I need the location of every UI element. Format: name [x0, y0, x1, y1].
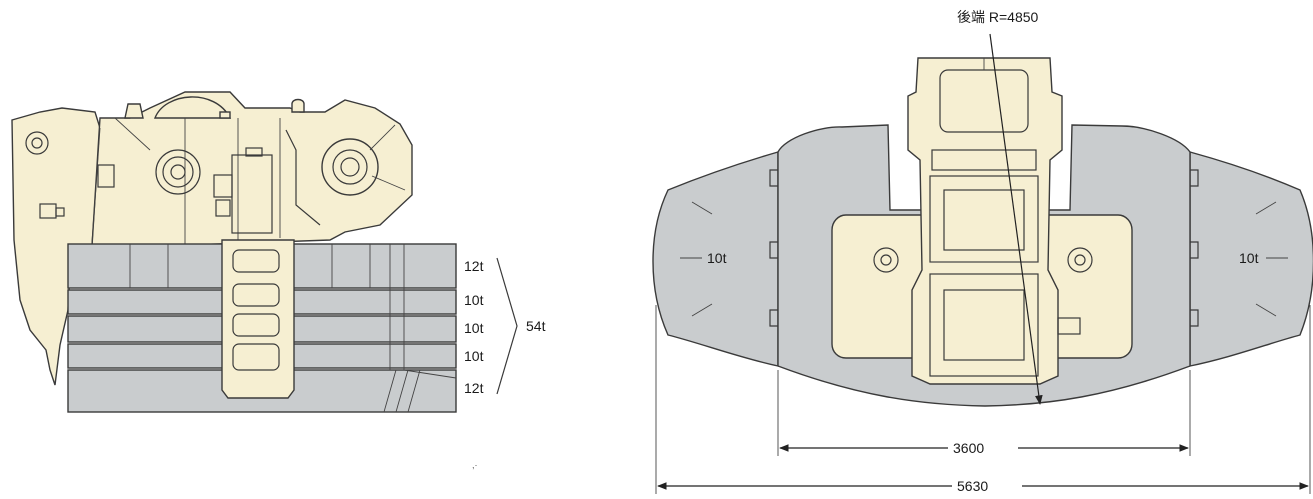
- rear-drum: [943, 289, 1025, 361]
- frame-crossbar: [931, 149, 1037, 171]
- top-view: 後端 R=4850 10t 10t 3600 5630: [652, 9, 1313, 494]
- ladder-rung-3: [232, 313, 280, 337]
- weight-label-2: 10t: [464, 292, 484, 308]
- right-counterweight: [1189, 151, 1313, 367]
- left-counterweight: [652, 151, 779, 367]
- pump-body: [215, 199, 231, 217]
- boom-pin: [25, 131, 49, 155]
- tail-radius-leader: [989, 33, 1043, 405]
- right-weight-label: 10t: [1239, 250, 1259, 266]
- weight-label-3: 10t: [464, 320, 484, 336]
- ladder-rung-1: [232, 249, 280, 273]
- boom-pin-center: [31, 137, 43, 149]
- ladder-rung-4: [232, 343, 280, 371]
- rear-drum-bay: [929, 273, 1039, 377]
- winch-drum-hub: [170, 164, 186, 180]
- rear-sheave-hub: [340, 157, 360, 177]
- side-step: [1057, 317, 1081, 335]
- winch-drum: [155, 149, 201, 195]
- valve-block: [213, 174, 233, 198]
- stray-mark: ,·: [472, 460, 478, 470]
- weight-label-5: 12t: [464, 380, 484, 396]
- boom-foot-bracket: [11, 107, 101, 386]
- weight-label-4: 10t: [464, 348, 484, 364]
- exhaust-stack: [291, 98, 305, 113]
- ladder-channel: [221, 239, 295, 399]
- top-vent: [219, 111, 231, 119]
- engine-block: [943, 189, 1025, 251]
- machine-body: [907, 57, 1063, 385]
- rear-sheave: [321, 138, 379, 196]
- left-pivot-hub: [880, 254, 892, 266]
- tail-radius-label: 後端 R=4850: [957, 9, 1039, 25]
- bracket-plate-tab: [55, 207, 65, 217]
- weight-label-1: 12t: [464, 258, 484, 274]
- right-pivot: [1067, 247, 1093, 273]
- tank-cap: [245, 147, 263, 157]
- side-view: 12t 10t 10t 10t 12t 54t ,·: [11, 91, 546, 470]
- ladder-rung-2: [232, 283, 280, 307]
- total-brace: [496, 257, 518, 395]
- dim-3600-label: 3600: [953, 440, 984, 456]
- cab-bump: [124, 103, 144, 119]
- winch-drum-inner: [162, 156, 194, 188]
- right-pivot-hub: [1074, 254, 1086, 266]
- total-weight-label: 54t: [526, 318, 546, 334]
- dim-5630-label: 5630: [957, 478, 988, 494]
- step-box: [97, 164, 115, 188]
- upper-structure: [91, 91, 413, 247]
- cover-edge: [285, 129, 321, 226]
- left-pivot: [873, 247, 899, 273]
- left-weight-label: 10t: [707, 250, 727, 266]
- rear-sheave-inner: [332, 149, 368, 185]
